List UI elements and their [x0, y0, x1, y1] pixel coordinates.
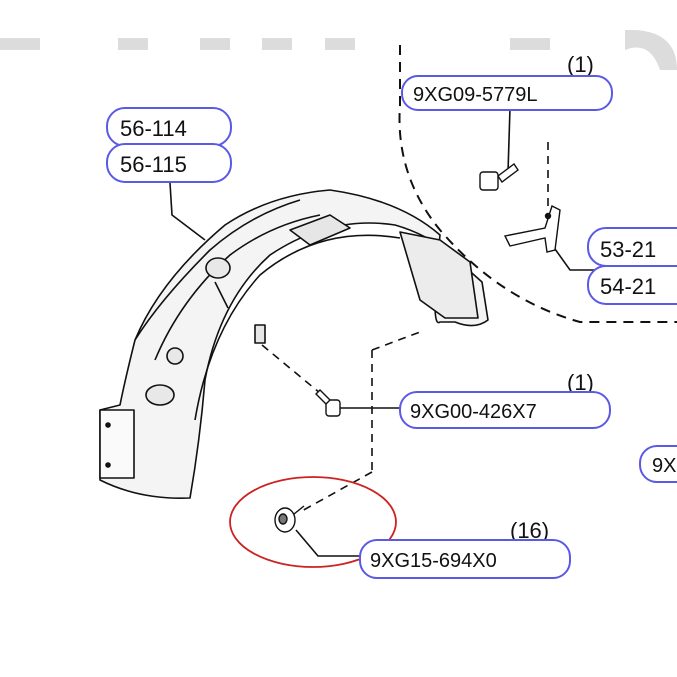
label-56-114[interactable]: 56-114	[106, 107, 232, 147]
bracket-icon	[503, 205, 561, 253]
svg-text:9X: 9X	[652, 455, 676, 477]
label-9XG15-694X0[interactable]: 9XG15-694X0	[359, 539, 571, 579]
top-fade-strip	[0, 29, 677, 71]
callout-circle	[229, 476, 397, 568]
svg-text:9XG09-5779L: 9XG09-5779L	[413, 84, 538, 106]
label-54-21[interactable]: 54-21	[587, 265, 677, 305]
svg-text:53-21: 53-21	[600, 237, 656, 262]
svg-text:56-115: 56-115	[120, 152, 187, 177]
qty-bolt-top: (1)	[567, 52, 594, 77]
svg-text:9XG00-426X7: 9XG00-426X7	[410, 401, 537, 423]
label-53-21[interactable]: 53-21	[587, 227, 677, 267]
wheel-arch-liner	[99, 189, 489, 499]
label-9XG09-5779L[interactable]: 9XG09-5779L	[401, 75, 613, 111]
svg-text:56-114: 56-114	[120, 116, 187, 141]
label-partial-right[interactable]: 9X	[639, 445, 677, 483]
bolt-top-icon	[479, 162, 519, 191]
clip-icon	[274, 505, 305, 533]
dashed-region-boundary	[398, 45, 677, 323]
qty-clip: (16)	[510, 518, 549, 543]
label-9XG00-426X7[interactable]: 9XG00-426X7	[399, 391, 611, 429]
part-labels: 56-114 56-115 (1) 9XG09-5779L 53-21 54-2…	[106, 52, 677, 579]
dashed-leaders	[261, 142, 549, 513]
label-56-115[interactable]: 56-115	[106, 143, 232, 183]
qty-bolt-mid: (1)	[567, 370, 594, 395]
bolt-mid-icon	[315, 389, 341, 417]
leader-lines	[169, 107, 598, 557]
svg-text:54-21: 54-21	[600, 274, 656, 299]
svg-text:9XG15-694X0: 9XG15-694X0	[370, 550, 497, 572]
